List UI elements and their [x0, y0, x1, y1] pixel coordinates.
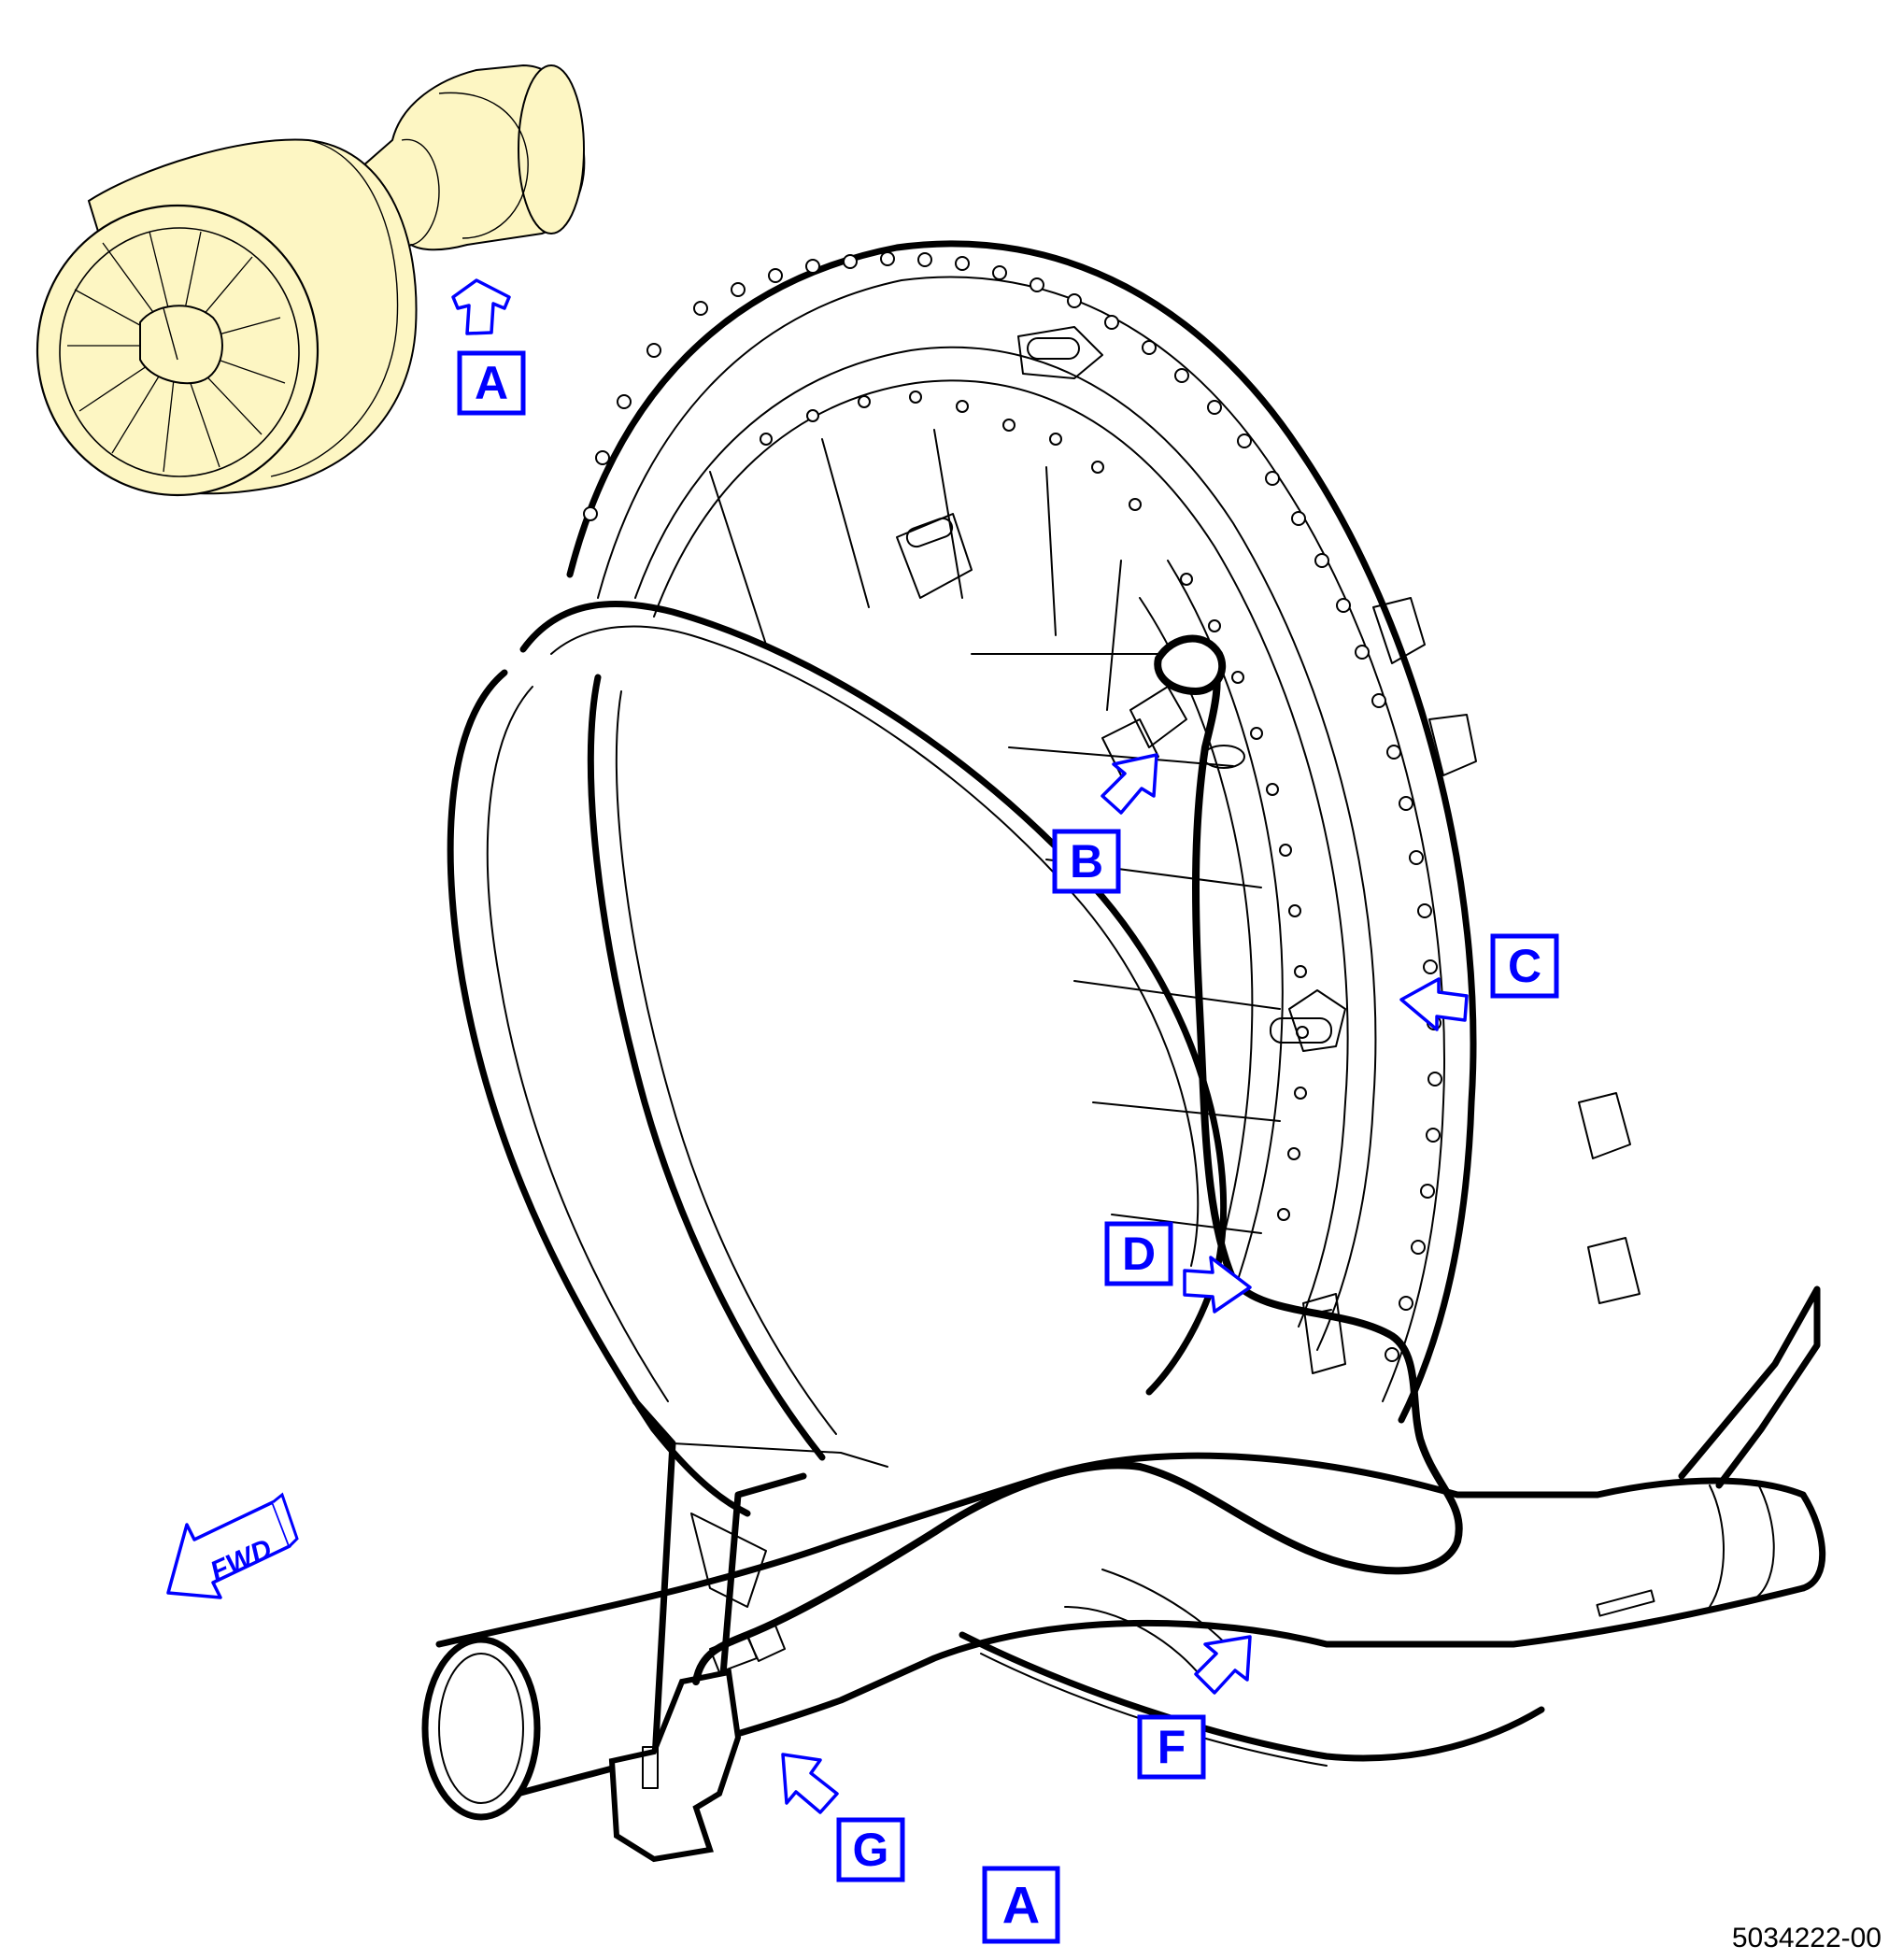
callout-f: F: [1137, 1714, 1206, 1780]
view-arrow-d: [1183, 1256, 1252, 1314]
view-arrow-c: [1399, 977, 1469, 1031]
view-direction-arrows: [451, 278, 1469, 1814]
callout-b: B: [1052, 829, 1121, 894]
callout-g-label: G: [853, 1824, 889, 1876]
callout-c-label: C: [1508, 940, 1541, 992]
engine-locator-illustration: [36, 64, 586, 497]
callout-c: C: [1490, 933, 1559, 999]
view-arrow-g: [781, 1753, 839, 1814]
callout-a-locator: A: [457, 350, 526, 416]
callout-b-label: B: [1070, 835, 1103, 888]
callout-f-label: F: [1158, 1721, 1186, 1773]
callout-a-locator-label: A: [475, 357, 508, 409]
callout-d-label: D: [1122, 1228, 1156, 1280]
view-arrow-a: [451, 278, 511, 335]
forward-direction-marker: FWD: [166, 1492, 299, 1599]
callout-d: D: [1104, 1221, 1173, 1286]
callout-labels: A B C D F G A: [457, 350, 1559, 1944]
callout-g: G: [836, 1817, 905, 1882]
figure-number: 5034222-00: [1731, 1923, 1882, 1953]
frame-assembly-illustration: [421, 240, 1826, 1863]
view-title-a-label: A: [1002, 1876, 1040, 1935]
view-arrow-f: [1194, 1635, 1252, 1695]
view-arrow-b: [1101, 753, 1158, 815]
view-title-a: A: [982, 1866, 1060, 1944]
